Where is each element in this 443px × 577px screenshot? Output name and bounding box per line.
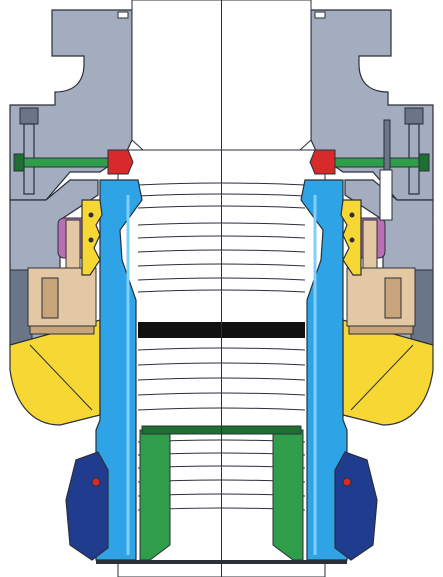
left-dog-pin-2 — [88, 237, 94, 243]
left-green-hanger — [139, 429, 171, 561]
left-actuator-piston — [41, 277, 59, 319]
left-red-seal — [107, 149, 134, 175]
right-bolt-head — [404, 107, 424, 125]
left-actuator-body — [27, 267, 97, 327]
left-top-notch — [117, 11, 129, 19]
left-ring-bevel — [29, 344, 93, 411]
left-bolt-head — [19, 107, 39, 125]
upper-flange-body — [9, 9, 434, 201]
left-yellow-ring — [9, 319, 101, 426]
right-port-fitting — [383, 119, 391, 171]
blue-sleeves — [95, 179, 348, 561]
right-green-bolt-head — [418, 153, 430, 172]
base-line — [96, 560, 347, 564]
right-flange — [310, 9, 434, 201]
right-ring-bevel — [350, 344, 414, 411]
right-dog-pin-1 — [349, 212, 355, 218]
right-green-hanger — [272, 429, 304, 561]
left-green-bolt-head — [13, 153, 25, 172]
yellow-latch-dogs — [81, 199, 362, 276]
right-navy-clamp — [334, 451, 378, 561]
right-top-notch — [314, 11, 326, 19]
left-actuator-base — [29, 325, 95, 335]
right-red-seal — [309, 149, 336, 175]
right-actuator-body — [346, 267, 416, 327]
right-actuator-rod — [362, 219, 378, 269]
right-yellow-ring — [342, 319, 434, 426]
left-navy-clamp — [65, 451, 109, 561]
yellow-locking-ring — [9, 319, 434, 426]
navy-clamps — [65, 451, 378, 561]
right-actuator-piston — [384, 277, 402, 319]
right-port-channel — [379, 169, 393, 221]
right-actuator-base — [348, 325, 414, 335]
left-clamp-dot — [91, 477, 101, 487]
tan-actuators — [27, 219, 416, 335]
left-flange — [9, 9, 133, 201]
left-actuator-rod — [65, 219, 81, 269]
left-dog-pin-1 — [88, 212, 94, 218]
left-green-bolt — [13, 157, 109, 168]
right-latch-dog — [340, 199, 362, 276]
right-dog-pin-2 — [349, 237, 355, 243]
left-blue-sleeve — [95, 179, 143, 561]
left-latch-dog — [81, 199, 103, 276]
red-seals — [107, 149, 336, 175]
right-green-bolt — [334, 157, 430, 168]
right-blue-sleeve — [300, 179, 348, 561]
right-clamp-dot — [342, 477, 352, 487]
